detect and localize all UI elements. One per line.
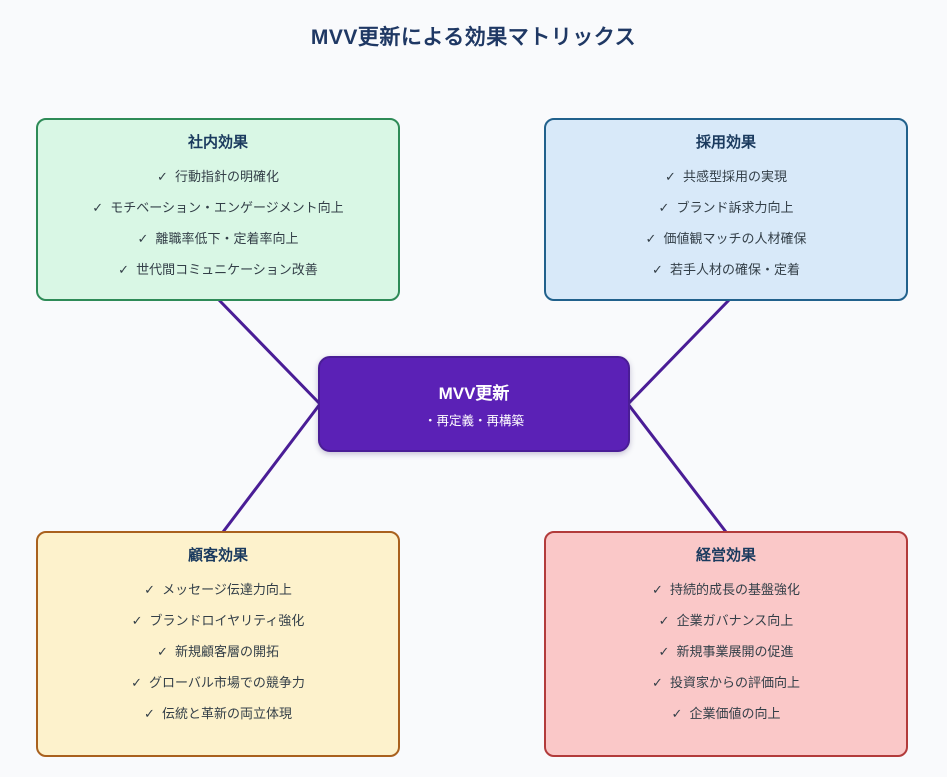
checklist-item: ✓ 離職率低下・定着率向上 (92, 229, 343, 248)
item-label: 共感型採用の実現 (682, 169, 787, 184)
item-label: 新規事業展開の促進 (676, 644, 794, 659)
checklist-item: ✓ 新規事業展開の促進 (652, 642, 800, 661)
edge-center-to-customer (221, 402, 322, 534)
box-customer-effects: 顧客効果 ✓ メッセージ伝達力向上 ✓ ブランドロイヤリティ強化 ✓ 新規顧客層の開拓… (36, 531, 400, 757)
checklist-item: ✓ 投資家からの評価向上 (652, 673, 800, 692)
checklist-item: ✓ 共感型採用の実現 (646, 167, 807, 186)
center-node-mvv-update: MVV更新 ・再定義・再構築 (318, 356, 630, 452)
checklist-item: ✓ ブランド訴求力向上 (646, 198, 807, 217)
box-management-title: 経営効果 (695, 547, 756, 564)
page-title: MVV更新による効果マトリックス (310, 26, 637, 49)
box-internal-title: 社内効果 (187, 134, 248, 151)
edge-recruit-to-center (626, 298, 731, 406)
check-icon: ✓ (658, 644, 670, 659)
check-icon: ✓ (131, 675, 143, 690)
item-label: 企業ガバナンス向上 (676, 613, 794, 628)
item-label: 行動指針の明確化 (174, 169, 279, 184)
checklist-item: ✓ 価値観マッチの人材確保 (646, 229, 807, 248)
checklist-item: ✓ 企業ガバナンス向上 (652, 611, 800, 630)
edge-center-to-management (626, 402, 728, 534)
box-recruiting-items: ✓ 共感型採用の実現 ✓ ブランド訴求力向上 ✓ 価値観マッチの人材確保 ✓ 若手人材の… (646, 167, 807, 279)
checklist-item: ✓ 伝統と革新の両立体現 (131, 704, 305, 723)
check-icon: ✓ (131, 613, 143, 628)
checklist-item: ✓ 行動指針の明確化 (92, 167, 343, 186)
checklist-item: ✓ 持続的成長の基盤強化 (652, 580, 800, 599)
checklist-item: ✓ メッセージ伝達力向上 (131, 580, 305, 599)
check-icon: ✓ (652, 582, 663, 597)
item-label: 離職率低下・定着率向上 (155, 231, 299, 246)
item-label: モチベーション・エンゲージメント向上 (110, 200, 344, 215)
check-icon: ✓ (118, 262, 130, 277)
item-label: ブランド訴求力向上 (676, 200, 794, 215)
check-icon: ✓ (665, 169, 676, 184)
check-icon: ✓ (658, 613, 670, 628)
item-label: メッセージ伝達力向上 (162, 582, 292, 597)
box-recruiting-effects: 採用効果 ✓ 共感型採用の実現 ✓ ブランド訴求力向上 ✓ 価値観マッチの人材確保 ✓… (544, 118, 908, 301)
checklist-item: ✓ 世代間コミュニケーション改善 (92, 260, 343, 279)
center-node-title: MVV更新 (438, 384, 510, 403)
item-label: 若手人材の確保・定着 (669, 262, 800, 277)
item-label: グローバル市場での競争力 (149, 675, 305, 690)
box-internal-effects: 社内効果 ✓ 行動指針の明確化 ✓ モチベーション・エンゲージメント向上 ✓ 離職率低… (36, 118, 400, 301)
box-internal-items: ✓ 行動指針の明確化 ✓ モチベーション・エンゲージメント向上 ✓ 離職率低下・定着率… (92, 167, 343, 279)
check-icon: ✓ (652, 675, 663, 690)
checklist-item: ✓ ブランドロイヤリティ強化 (131, 611, 305, 630)
item-label: 投資家からの評価向上 (669, 675, 800, 690)
item-label: 世代間コミュニケーション改善 (136, 262, 318, 277)
box-customer-title: 顧客効果 (187, 547, 248, 564)
check-icon: ✓ (671, 706, 683, 721)
checklist-item: ✓ 新規顧客層の開拓 (131, 642, 305, 661)
check-icon: ✓ (658, 200, 670, 215)
check-icon: ✓ (652, 262, 663, 277)
item-label: 伝統と革新の両立体現 (161, 706, 292, 721)
box-recruiting-title: 採用効果 (695, 134, 756, 151)
check-icon: ✓ (157, 169, 168, 184)
item-label: 持続的成長の基盤強化 (669, 582, 800, 597)
center-node-subtitle: ・再定義・再構築 (423, 414, 524, 428)
item-label: 企業価値の向上 (689, 706, 781, 721)
checklist-item: ✓ モチベーション・エンゲージメント向上 (92, 198, 343, 217)
box-management-items: ✓ 持続的成長の基盤強化 ✓ 企業ガバナンス向上 ✓ 新規事業展開の促進 ✓ 投資家から… (652, 580, 800, 723)
box-management-effects: 経営効果 ✓ 持続的成長の基盤強化 ✓ 企業ガバナンス向上 ✓ 新規事業展開の促進 ✓… (544, 531, 908, 757)
checklist-item: ✓ グローバル市場での競争力 (131, 673, 305, 692)
check-icon: ✓ (137, 231, 149, 246)
check-icon: ✓ (157, 644, 168, 659)
item-label: ブランドロイヤリティ強化 (149, 613, 305, 628)
checklist-item: ✓ 若手人材の確保・定着 (646, 260, 807, 279)
edge-internal-to-center (217, 298, 322, 406)
checklist-item: ✓ 企業価値の向上 (652, 704, 800, 723)
item-label: 価値観マッチの人材確保 (663, 231, 807, 246)
check-icon: ✓ (92, 200, 104, 215)
check-icon: ✓ (645, 231, 657, 246)
box-customer-items: ✓ メッセージ伝達力向上 ✓ ブランドロイヤリティ強化 ✓ 新規顧客層の開拓 ✓ グロー… (131, 580, 305, 723)
item-label: 新規顧客層の開拓 (174, 644, 279, 659)
check-icon: ✓ (144, 582, 156, 597)
check-icon: ✓ (144, 706, 155, 721)
